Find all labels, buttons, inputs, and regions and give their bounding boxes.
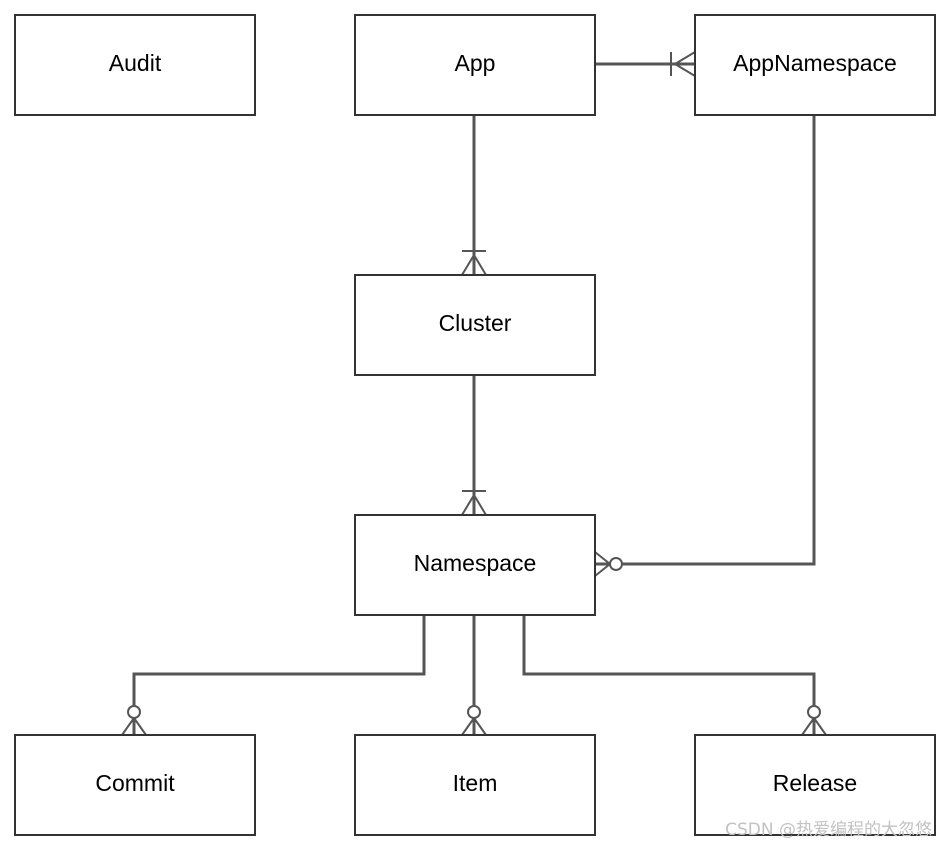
- one-or-many-marker-namespace: [461, 490, 487, 516]
- entity-audit-label: Audit: [109, 50, 162, 76]
- entity-audit: Audit: [14, 14, 256, 116]
- one-or-many-marker-appnamespace: [670, 51, 696, 77]
- relationship-lines: [132, 62, 816, 735]
- zero-or-many-marker-namespace-right: [594, 551, 623, 577]
- entity-item-label: Item: [453, 770, 498, 796]
- zero-or-many-marker-commit: [121, 705, 147, 736]
- relation-appnamespace-namespace: [595, 115, 816, 566]
- relation-namespace-commit: [132, 615, 426, 735]
- entity-item: Item: [354, 734, 596, 836]
- cardinality-markers: [121, 51, 827, 736]
- entity-release: Release: [694, 734, 936, 836]
- zero-or-many-marker-item: [461, 705, 487, 736]
- entity-appnamespace: AppNamespace: [694, 14, 936, 116]
- entity-commit-label: Commit: [95, 770, 175, 796]
- entity-appnamespace-label: AppNamespace: [733, 50, 897, 76]
- entity-release-label: Release: [773, 770, 857, 796]
- entity-app-label: App: [455, 50, 496, 76]
- relation-namespace-release: [522, 615, 816, 735]
- entity-namespace-label: Namespace: [414, 550, 537, 576]
- zero-or-many-marker-release: [801, 705, 827, 736]
- watermark-text: CSDN @热爱编程的大忽悠: [725, 820, 932, 840]
- entity-cluster-label: Cluster: [439, 310, 512, 336]
- one-or-many-marker-cluster: [461, 250, 487, 276]
- entity-app: App: [354, 14, 596, 116]
- entity-cluster: Cluster: [354, 274, 596, 376]
- entity-commit: Commit: [14, 734, 256, 836]
- entity-namespace: Namespace: [354, 514, 596, 616]
